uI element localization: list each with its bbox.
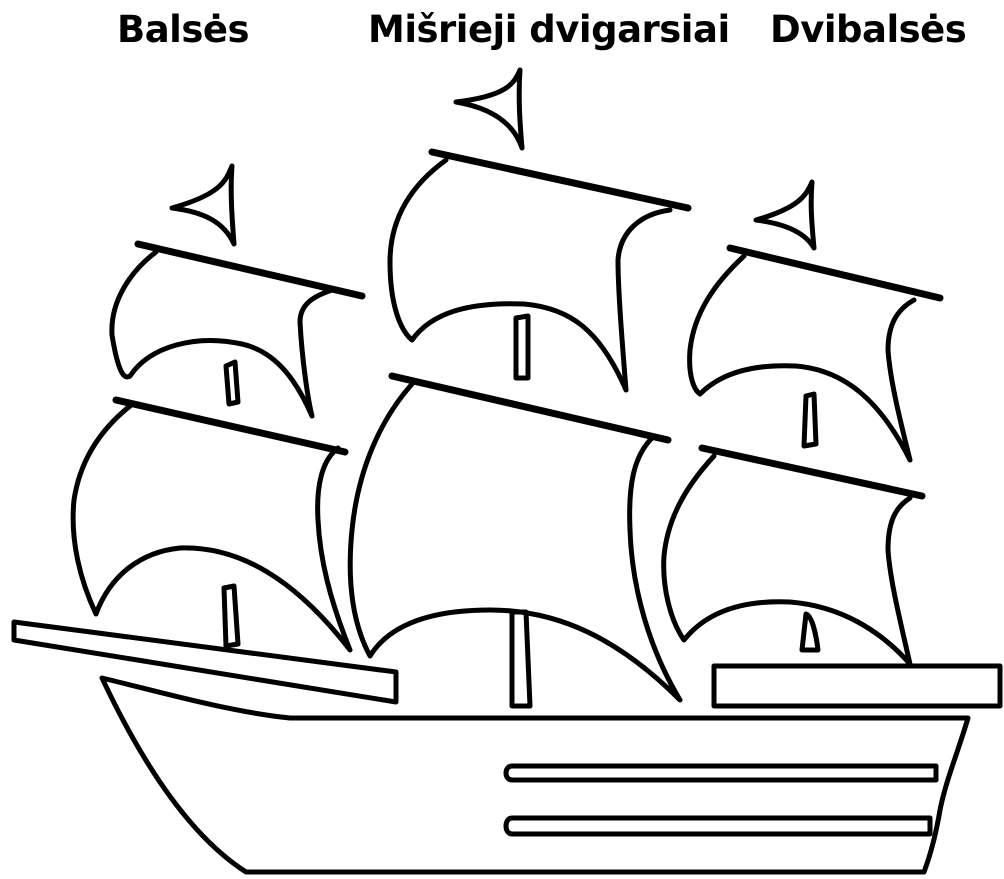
hull-stripe-2 (506, 818, 930, 834)
left-upper-mast-slot (226, 362, 238, 404)
right-lower-mast-slot (802, 614, 818, 650)
left-lower-mast-slot (224, 586, 238, 646)
middle-upper-mast-slot (516, 316, 528, 378)
right-upper-mast-slot (804, 394, 816, 446)
right-mast (664, 182, 940, 664)
hull-stripe-1 (506, 766, 936, 780)
left-mast (73, 166, 362, 650)
left-upper-sail (112, 252, 332, 416)
left-flag (172, 166, 234, 244)
right-flag (756, 182, 814, 248)
right-deck-plank (714, 666, 1000, 706)
right-upper-yard (730, 248, 940, 298)
middle-flag (456, 70, 522, 148)
left-upper-yard (138, 244, 362, 296)
middle-mast (350, 70, 688, 706)
right-lower-yard (702, 448, 922, 496)
middle-lower-mast-slot (512, 612, 530, 706)
middle-upper-yard (432, 152, 688, 208)
